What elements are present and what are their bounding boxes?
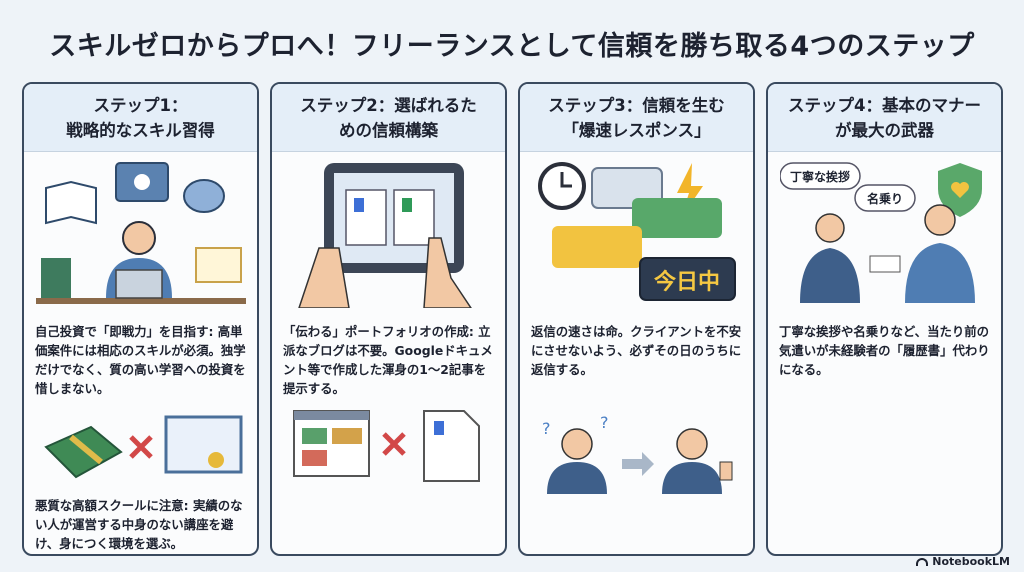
step-heading: ステップ3：信頼を生む 「爆速レスポンス」 xyxy=(520,84,753,152)
step-description: 自己投資で「即戦力」を目指す: 高単価案件には相応のスキルが必須。独学だけでなく… xyxy=(35,324,246,396)
step-heading: ステップ4：基本のマナー が最大の武器 xyxy=(768,84,1001,152)
notebooklm-logo: NotebookLM xyxy=(916,555,1010,568)
worried-person: ?? xyxy=(542,414,609,494)
greeting-bubble: 丁寧な挨拶 xyxy=(790,169,850,184)
cross-icon xyxy=(382,432,406,456)
anxious-to-satisfied-client-illustration: ?? xyxy=(542,414,733,494)
business-greeting-illustration: 丁寧な挨拶 名乗り xyxy=(780,162,982,303)
step-heading: ステップ2：選ばれるた めの信頼構築 xyxy=(272,84,505,152)
step-4-card: ステップ4：基本のマナー が最大の武器 丁寧な挨拶 名乗り 丁寧な挨拶や名乗りな… xyxy=(766,82,1003,556)
shield-heart-icon xyxy=(938,163,982,217)
step-description: 返信の速さは命。クライアントを不安にさせないよう、必ずその日のうちに返信する。 xyxy=(531,324,742,377)
clock-icon xyxy=(538,162,586,210)
tablet-portfolio-illustration xyxy=(298,163,472,308)
blog-vs-document-illustration xyxy=(293,410,480,482)
certificate-icon xyxy=(164,415,243,474)
svg-text:?: ? xyxy=(542,419,551,438)
arrow-right-icon xyxy=(622,452,654,476)
money-icon xyxy=(44,425,123,479)
notebooklm-icon xyxy=(916,557,929,566)
happy-person xyxy=(662,428,733,494)
today-badge: 今日中 xyxy=(654,269,720,295)
blog-icon xyxy=(293,410,370,477)
step-3-card: ステップ3：信頼を生む 「爆速レスポンス」 今日中 返信の速さは命。クライアント… xyxy=(518,82,755,556)
step-1-card: ステップ1： 戦略的なスキル習得 自己投資で「即戦力」を目指す: 高単価案件には… xyxy=(22,82,259,556)
step-warning: 悪質な高額スクールに注意: 実績のない人が運営する中身のない講座を避け、身につく… xyxy=(35,498,243,551)
expensive-school-warning-illustration xyxy=(44,415,243,479)
document-icon xyxy=(423,410,480,482)
svg-text:?: ? xyxy=(600,414,609,432)
step-2-card: ステップ2：選ばれるた めの信頼構築 「伝わる」ポートフォリオの作成: 立派なブ… xyxy=(270,82,507,556)
study-illustration xyxy=(36,162,246,304)
step-heading: ステップ1： 戦略的なスキル習得 xyxy=(24,84,257,152)
introduction-bubble: 名乗り xyxy=(867,191,903,206)
step-description: 「伝わる」ポートフォリオの作成: 立派なブログは不要。Googleドキュメント等… xyxy=(283,324,493,396)
page-title: スキルゼロからプロへ！フリーランスとして信頼を勝ち取る4つのステップ xyxy=(49,31,975,62)
fast-response-illustration: 今日中 xyxy=(538,162,736,301)
cross-icon xyxy=(129,435,153,459)
step-description: 丁寧な挨拶や名乗りなど、当たり前の気遣いが未経験者の「履歴書」代わりになる。 xyxy=(779,324,990,377)
footer-label: NotebookLM xyxy=(932,555,1010,568)
